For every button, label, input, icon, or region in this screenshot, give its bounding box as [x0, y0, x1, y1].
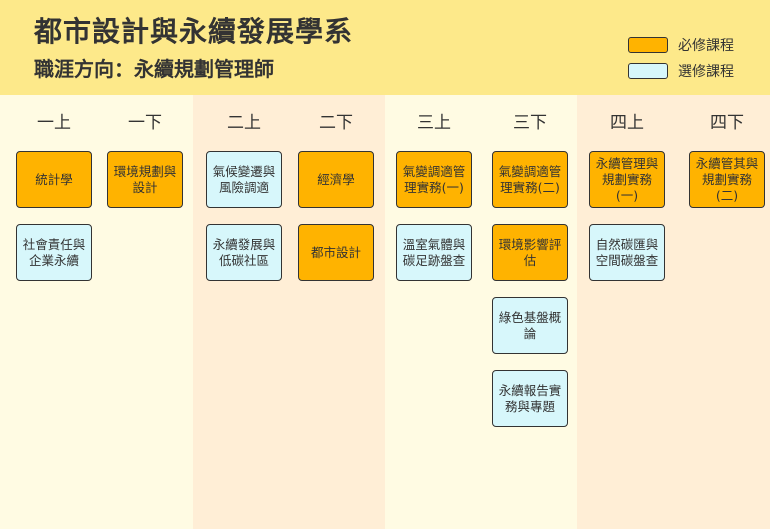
course-box-elective: 溫室氣體與碳足跡盤查 — [396, 224, 472, 281]
course-box-elective: 綠色基盤概論 — [492, 297, 568, 354]
semester-label: 四下 — [710, 113, 744, 133]
course-box-required: 永續管理與規劃實務(一) — [589, 151, 665, 208]
legend: 必修課程 選修課程 — [628, 34, 734, 86]
legend-swatch-elective — [628, 63, 668, 79]
course-box-required: 都市設計 — [298, 224, 374, 281]
semester-label: 一下 — [128, 113, 162, 133]
course-box-elective: 社會責任與企業永續 — [16, 224, 92, 281]
semester-label: 一上 — [37, 113, 71, 133]
legend-label-required: 必修課程 — [678, 38, 734, 54]
course-box-required: 氣變調適管理實務(二) — [492, 151, 568, 208]
semester-label: 二上 — [227, 113, 261, 133]
course-box-required: 經濟學 — [298, 151, 374, 208]
course-box-elective: 永續發展與低碳社區 — [206, 224, 282, 281]
semester-label: 三下 — [513, 113, 547, 133]
legend-swatch-required — [628, 37, 668, 53]
legend-label-elective: 選修課程 — [678, 64, 734, 80]
course-box-required: 氣變調適管理實務(一) — [396, 151, 472, 208]
career-subtitle: 職涯方向：永續規劃管理師 — [34, 57, 274, 81]
course-box-required: 統計學 — [16, 151, 92, 208]
page-title: 都市設計與永續發展學系 — [34, 15, 354, 48]
legend-item-required: 必修課程 — [628, 34, 734, 56]
legend-item-elective: 選修課程 — [628, 60, 734, 82]
semester-label: 二下 — [319, 113, 353, 133]
semester-label: 四上 — [610, 113, 644, 133]
course-box-elective: 自然碳匯與空間碳盤查 — [589, 224, 665, 281]
course-box-required: 環境影響評估 — [492, 224, 568, 281]
course-box-elective: 氣候變遷與風險調適 — [206, 151, 282, 208]
course-box-required: 永續管其與規劃實務(二) — [689, 151, 765, 208]
header-banner: 都市設計與永續發展學系 職涯方向：永續規劃管理師 必修課程 選修課程 — [0, 0, 770, 95]
course-box-elective: 永續報告實務與專題 — [492, 370, 568, 427]
course-box-required: 環境規劃與設計 — [107, 151, 183, 208]
semester-label: 三上 — [417, 113, 451, 133]
